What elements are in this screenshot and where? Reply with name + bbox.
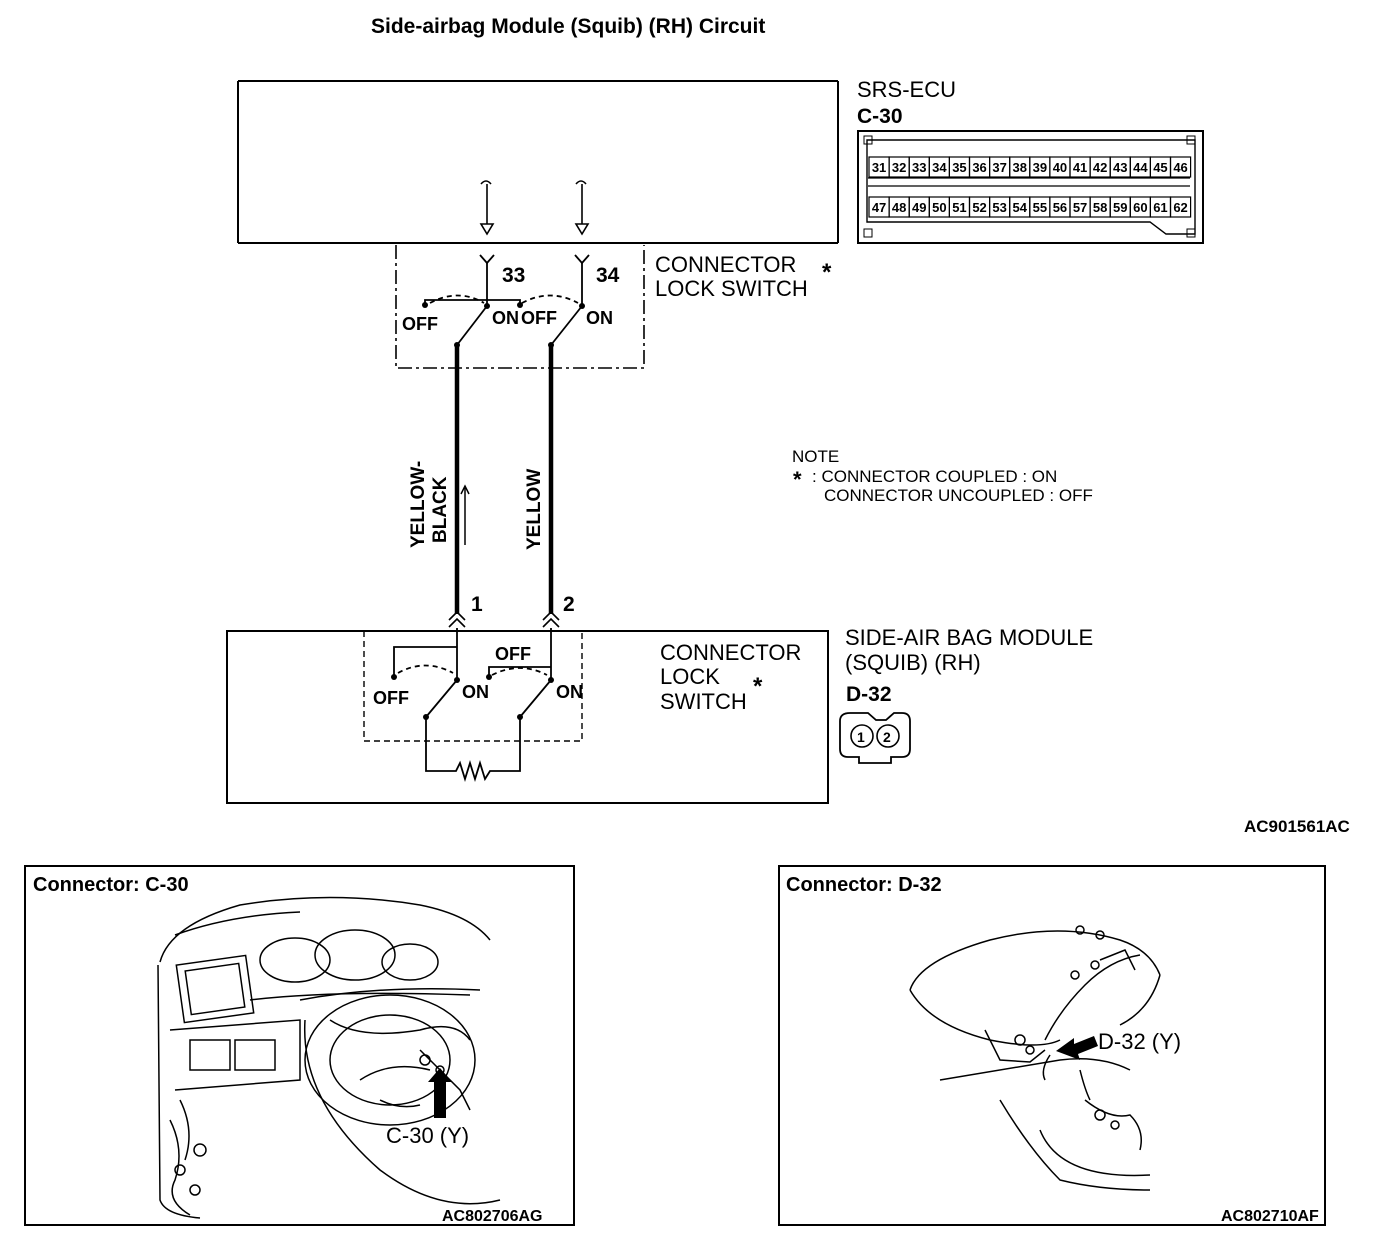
- panel-d32-code: AC802710AF: [1221, 1208, 1319, 1225]
- ecu-pin-number: 35: [952, 160, 966, 175]
- harness-wires: [454, 345, 554, 614]
- ecu-pin-number: 49: [912, 200, 926, 215]
- module-switch-label-line1: CONNECTOR: [660, 640, 801, 665]
- ecu-terminal-33-symbol: [479, 180, 495, 236]
- ecu-pin-number: 38: [1013, 160, 1027, 175]
- module-lock-switch-box: [363, 630, 583, 742]
- srs-ecu-box: [237, 80, 839, 244]
- panel-c30-title: Connector: C-30: [33, 874, 189, 896]
- module-switch-asterisk: *: [753, 673, 763, 700]
- ecu-pin-row-top: 31 32 33 34 35 36 37 38 39 40 41 42 43 44 45 46: [868, 156, 1192, 178]
- ecu-pin-33-label: 33: [502, 264, 525, 287]
- note-line-2: CONNECTOR UNCOUPLED : OFF: [824, 486, 1093, 505]
- ecu-pin-number: 56: [1053, 200, 1067, 215]
- seat-illustration: [909, 925, 1161, 1191]
- wire-color-left-line1: YELLOW-: [408, 461, 429, 548]
- ecu-pin-number: 36: [972, 160, 986, 175]
- ecu-pin-number: 44: [1133, 160, 1148, 175]
- module-connector-id: D-32: [846, 683, 892, 706]
- module-name-line2: (SQUIB) (RH): [845, 650, 981, 675]
- upper-switch-on-b: ON: [586, 308, 613, 328]
- module-switch-on-left: ON: [462, 682, 489, 702]
- module-connector-pin-2: 2: [883, 729, 891, 745]
- diagram-title: Side-airbag Module (Squib) (RH) Circuit: [371, 15, 765, 38]
- ecu-pin-number: 40: [1053, 160, 1067, 175]
- upper-switch-asterisk: *: [822, 259, 832, 286]
- module-switch-on-right: ON: [556, 682, 583, 702]
- panel-c30: Connector: C-30: [24, 865, 575, 1226]
- ecu-pin-cell: [1169, 156, 1192, 178]
- panel-d32: Connector: D-32 D-32 (Y): [778, 865, 1326, 1226]
- ecu-terminal-34-symbol: [574, 180, 590, 236]
- module-connector-face: 1 2: [839, 712, 911, 764]
- module-pin-1-label: 1: [471, 593, 483, 616]
- ecu-pin-cell: [1169, 196, 1192, 218]
- panel-d32-title: Connector: D-32: [786, 874, 942, 896]
- upper-switch-label-line1: CONNECTOR: [655, 252, 796, 277]
- ecu-pin-number: 60: [1133, 200, 1147, 215]
- d32-locator-arrow: [1056, 1036, 1098, 1060]
- ecu-pin-number: 61: [1153, 200, 1167, 215]
- module-connector-pin-1: 1: [857, 729, 865, 745]
- ecu-pin-number: 42: [1093, 160, 1107, 175]
- module-switch-off-top: OFF: [495, 644, 531, 664]
- upper-switch-off-b: OFF: [521, 308, 557, 328]
- module-terminal-chevrons: [448, 610, 560, 628]
- panel-c30-code: AC802706AG: [442, 1208, 543, 1225]
- ecu-pin-number: 50: [932, 200, 946, 215]
- ecu-pin-34-label: 34: [596, 264, 620, 287]
- note-heading: NOTE: [792, 447, 839, 466]
- module-switch-off-left: OFF: [373, 688, 409, 708]
- ecu-pin-number: 62: [1173, 200, 1187, 215]
- ecu-pin-number: 33: [912, 160, 926, 175]
- upper-switch-label-line2: LOCK SWITCH: [655, 276, 808, 301]
- module-pin-2-label: 2: [563, 593, 575, 616]
- dashboard-illustration: [157, 896, 501, 1219]
- ecu-pin-number: 43: [1113, 160, 1127, 175]
- module-switch-label-line3: SWITCH: [660, 689, 747, 714]
- module-lock-switch-wiring: [393, 628, 552, 783]
- ecu-pin-number: 57: [1073, 200, 1087, 215]
- ecu-connector-id: C-30: [857, 105, 903, 128]
- module-lock-switch-nodes: [391, 674, 554, 720]
- ecu-pin-number: 54: [1013, 200, 1028, 215]
- ecu-pin-number: 52: [972, 200, 986, 215]
- ecu-pin-number: 37: [992, 160, 1006, 175]
- ecu-pin-number: 48: [892, 200, 906, 215]
- c30-locator-arrow: [428, 1068, 452, 1118]
- ecu-pin-number: 51: [952, 200, 966, 215]
- ecu-pin-number: 55: [1033, 200, 1047, 215]
- ecu-pin-number: 53: [992, 200, 1006, 215]
- ecu-pin-number: 32: [892, 160, 906, 175]
- panel-d32-callout: D-32 (Y): [1098, 1029, 1181, 1054]
- ecu-connector-face: 31 32 33 34 35 36 37 38 39 40 41 42 43 44 45 46 47 48 49 5…: [857, 130, 1204, 244]
- upper-switch-on-a: ON: [492, 308, 519, 328]
- panel-c30-callout: C-30 (Y): [386, 1123, 469, 1148]
- current-direction-arrow: [460, 484, 470, 545]
- ecu-pin-number: 41: [1073, 160, 1087, 175]
- ecu-pin-number: 47: [872, 200, 886, 215]
- wire-color-left-line2: BLACK: [430, 476, 451, 543]
- ecu-pin-number: 45: [1153, 160, 1167, 175]
- wire-color-right: YELLOW: [524, 469, 545, 550]
- module-name-line1: SIDE-AIR BAG MODULE: [845, 625, 1093, 650]
- ecu-pin-number: 58: [1093, 200, 1107, 215]
- note-asterisk: *: [793, 467, 802, 492]
- ecu-pin-number: 59: [1113, 200, 1127, 215]
- diagram-code: AC901561AC: [1244, 817, 1350, 836]
- upper-switch-off-a: OFF: [402, 314, 438, 334]
- ecu-pin-row-bottom: 47 48 49 50 51 52 53 54 55 56 57 58 59 60 61 62: [868, 196, 1192, 218]
- ecu-pin-number: 39: [1033, 160, 1047, 175]
- ecu-pin-number: 34: [932, 160, 947, 175]
- note-line-1: : CONNECTOR COUPLED : ON: [812, 467, 1057, 486]
- ecu-pin-number: 31: [872, 160, 886, 175]
- ecu-name-label: SRS-ECU: [857, 77, 956, 102]
- upper-lock-switch-box: [395, 245, 645, 369]
- module-switch-label-line2: LOCK: [660, 664, 720, 689]
- ecu-pin-number: 46: [1173, 160, 1187, 175]
